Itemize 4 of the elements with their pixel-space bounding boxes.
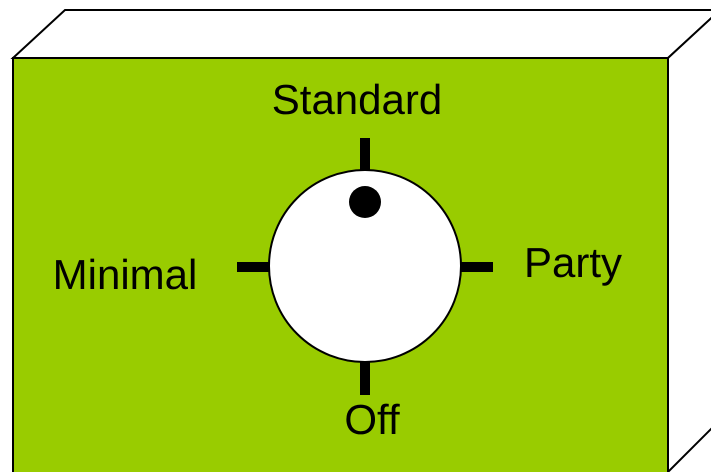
position-label: Minimal [52, 251, 198, 299]
position-label: Party [524, 239, 622, 287]
position-label: Standard [272, 76, 442, 124]
position-label: Off [344, 396, 400, 444]
